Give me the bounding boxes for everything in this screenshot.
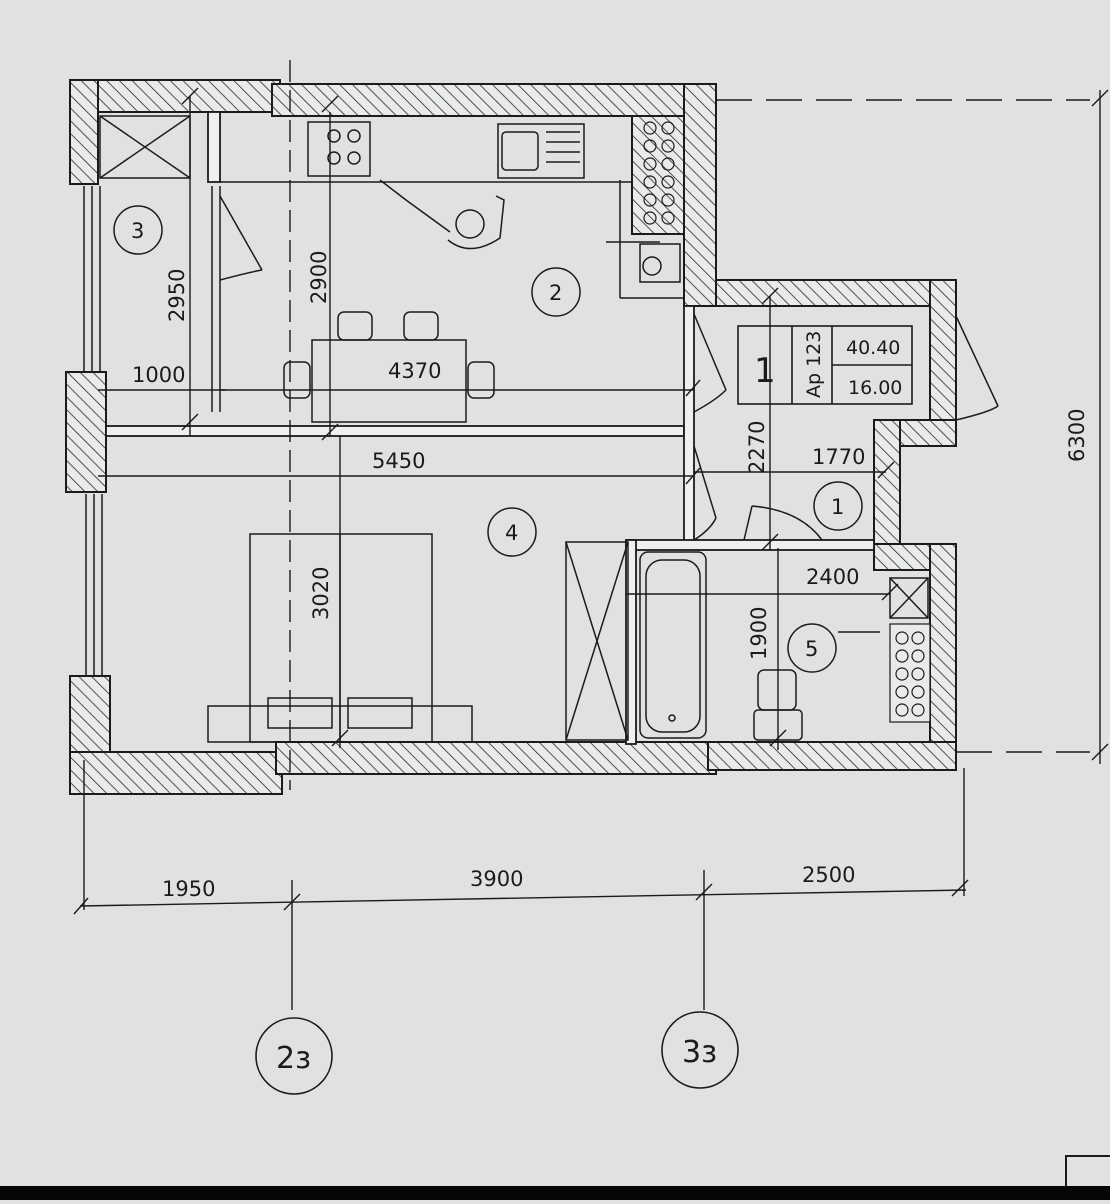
wardrobe-icon bbox=[565, 541, 629, 741]
bottom-black-bar bbox=[0, 1186, 1110, 1200]
sheet-frame-corner bbox=[1065, 1155, 1110, 1186]
person-icon bbox=[455, 209, 485, 239]
apartment-type: Ар 123 bbox=[803, 331, 825, 398]
dim-bath-height: 1900 bbox=[747, 607, 771, 660]
room-marker-balcony bbox=[113, 205, 163, 255]
bed-icon bbox=[249, 533, 433, 743]
dim-hall-width: 1770 bbox=[812, 445, 865, 469]
room-number-balcony: 3 bbox=[131, 219, 144, 243]
axis-lines bbox=[289, 60, 1101, 1010]
dim-bottom-mid: 3900 bbox=[470, 867, 523, 891]
dim-kitchen-width: 4370 bbox=[388, 359, 441, 383]
axis-marker-right bbox=[661, 1011, 739, 1089]
room-marker-hall bbox=[813, 481, 863, 531]
dim-hall-height: 2270 bbox=[745, 421, 769, 474]
room-number-hall: 1 bbox=[831, 495, 844, 519]
room-number-bathroom: 5 bbox=[805, 637, 818, 661]
room-numbers: 3 2 4 1 5 bbox=[131, 219, 844, 661]
axis-label-right: 3з bbox=[682, 1035, 717, 1070]
dimension-lines bbox=[73, 87, 1109, 915]
axis-markers bbox=[255, 1011, 739, 1095]
axis-label-left: 2з bbox=[276, 1041, 311, 1076]
room-number-kitchen: 2 bbox=[549, 281, 562, 305]
dim-balcony-width: 1000 bbox=[132, 363, 185, 387]
interior-partitions bbox=[105, 111, 875, 745]
room-markers bbox=[113, 205, 863, 673]
room-marker-kitchen bbox=[531, 267, 581, 317]
apartment-area-total: 40.40 bbox=[846, 337, 900, 359]
apartment-number: 1 bbox=[754, 351, 776, 391]
dim-living-height: 3020 bbox=[309, 567, 333, 620]
apartment-area-living: 16.00 bbox=[848, 377, 902, 399]
stove-icon bbox=[307, 121, 371, 177]
dim-overall-height: 6300 bbox=[1065, 409, 1089, 462]
ventilation-ducts bbox=[643, 121, 931, 723]
dim-living-width: 5450 bbox=[372, 449, 425, 473]
dim-bath-width: 2400 bbox=[806, 565, 859, 589]
dining-table-icon bbox=[311, 339, 467, 423]
window-left-lower bbox=[85, 494, 103, 676]
doors bbox=[219, 195, 999, 541]
sink-icon bbox=[497, 123, 585, 179]
dim-balcony-height: 2950 bbox=[165, 269, 189, 322]
window-balcony-inner bbox=[211, 186, 221, 412]
toilet-icon bbox=[757, 669, 797, 711]
window-left-upper bbox=[83, 186, 101, 372]
dim-kitchen-height: 2900 bbox=[307, 251, 331, 304]
dim-bottom-left: 1950 bbox=[162, 877, 215, 901]
axis-marker-left bbox=[255, 1017, 333, 1095]
dim-bottom-right: 2500 bbox=[802, 863, 855, 887]
dimension-labels: 1950 3900 2500 6300 2950 1000 2900 4370 … bbox=[132, 251, 1089, 901]
room-number-living: 4 bbox=[505, 521, 518, 545]
exterior-walls bbox=[65, 79, 957, 795]
room-marker-living bbox=[487, 507, 537, 557]
room-marker-bathroom bbox=[787, 623, 837, 673]
bathtub-icon bbox=[639, 551, 707, 739]
apartment-table bbox=[737, 325, 913, 405]
